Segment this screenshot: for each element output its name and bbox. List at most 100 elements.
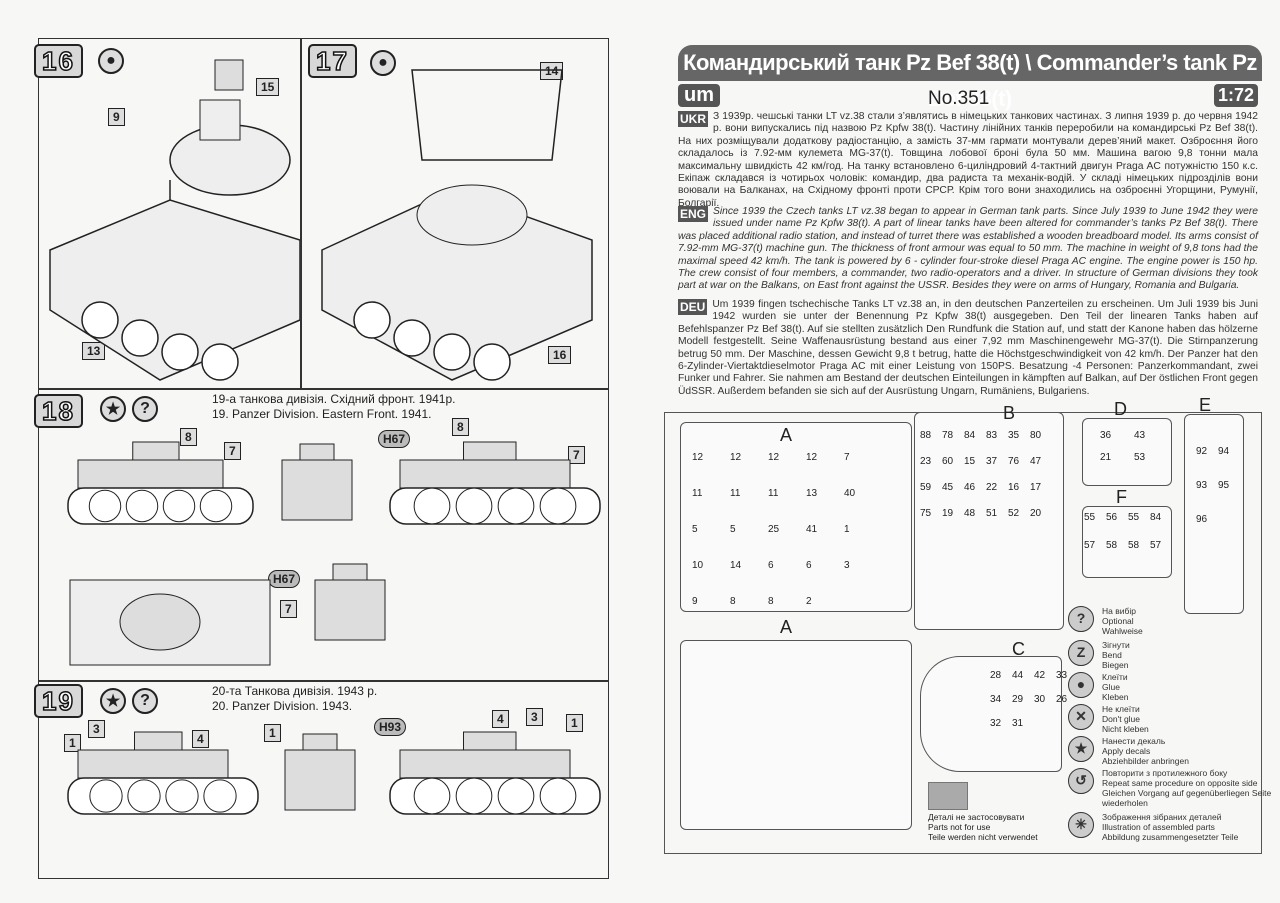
- part-number: 5: [730, 524, 736, 535]
- part-number: 9: [692, 596, 698, 607]
- legend-text-eng: Apply decals: [1102, 746, 1151, 756]
- assembly-page-frame: [38, 38, 609, 879]
- part-callout: 3: [526, 708, 543, 726]
- part-number: 55: [1128, 512, 1140, 523]
- unused-parts-note: Деталі не застосовувати Parts not for us…: [928, 812, 1038, 842]
- legend-text-eng: Don't glue: [1102, 714, 1141, 724]
- part-callout: 13: [82, 342, 106, 360]
- road-wheel: [413, 487, 451, 525]
- legend-text-deu: Wahlweise: [1102, 626, 1143, 636]
- part-number: 8: [768, 596, 774, 607]
- tank-hull: [77, 749, 229, 779]
- scheme-caption: 20-та Танкова дивізія. 1943 р. 20. Panze…: [212, 684, 377, 714]
- road-wheel: [125, 489, 159, 523]
- sprue-label: A: [780, 425, 793, 445]
- caption-eng: 19. Panzer Division. Eastern Front. 1941…: [212, 407, 432, 421]
- part-number: 34: [990, 694, 1002, 705]
- note-deu: Teile werden nicht verwendet: [928, 832, 1038, 842]
- legend-text-deu: Gleichen Vorgang auf gegenüberliegen Sei…: [1102, 788, 1272, 808]
- part-number: 12: [768, 452, 780, 463]
- paragraph: З 1939р. чешські танки LT vz.38 стали з’…: [678, 111, 1258, 209]
- part-number: 31: [1012, 718, 1024, 729]
- part-callout: 8: [180, 428, 197, 446]
- part-number: 13: [806, 488, 818, 499]
- lang-badge: DEU: [678, 299, 708, 315]
- road-wheel: [539, 777, 577, 815]
- legend-text-eng: Illustration of assembled parts: [1102, 822, 1215, 832]
- camouflage-scheme-views: [67, 441, 601, 815]
- part-number: 78: [942, 430, 954, 441]
- part-number: 58: [1106, 540, 1118, 551]
- legend-text-ukr: На вибір: [1102, 606, 1136, 616]
- part-number: 55: [1084, 512, 1096, 523]
- part-number: 12: [692, 452, 704, 463]
- part-callout: 3: [88, 720, 105, 738]
- decal-callout: H67: [378, 430, 411, 448]
- part-number: 7: [844, 452, 850, 463]
- part-number: 57: [1084, 540, 1096, 551]
- part-number: 60: [942, 456, 954, 467]
- part-number: 1: [844, 524, 850, 535]
- sprue-label: C: [1012, 639, 1025, 659]
- part-number: 5: [692, 524, 698, 535]
- apply-decals-icon: ★: [1068, 736, 1094, 762]
- part-number: 11: [730, 488, 741, 499]
- assembled-parts-icon: ✳: [1068, 812, 1094, 838]
- legend-text-deu: Abbildung zusammengesetzter Teile: [1102, 832, 1239, 842]
- part-number: 6: [806, 560, 812, 571]
- part-number: 40: [844, 488, 856, 499]
- part-callout: 16: [548, 346, 572, 364]
- part-number: 14: [730, 560, 742, 571]
- optional-icon: ?: [132, 396, 158, 422]
- part-number: 11: [692, 488, 703, 499]
- part-number: 22: [986, 482, 998, 493]
- part-callout: 7: [224, 442, 241, 460]
- step-number: 19: [34, 684, 83, 718]
- legend-text-deu: Kleben: [1102, 692, 1129, 702]
- road-wheel: [127, 779, 161, 813]
- part-number: 30: [1034, 694, 1046, 705]
- legend-text-deu: Nicht kleben: [1102, 724, 1149, 734]
- legend-text-deu: Biegen: [1102, 660, 1129, 670]
- turret-top: [119, 593, 201, 651]
- part-number: 94: [1218, 446, 1230, 457]
- tank-turret: [302, 733, 338, 751]
- part-number: 26: [1056, 694, 1068, 705]
- part-callout: 1: [264, 724, 281, 742]
- road-wheel: [199, 489, 233, 523]
- note-ukr: Деталі не застосовувати: [928, 812, 1025, 822]
- legend-text-eng: Optional: [1102, 616, 1134, 626]
- part-number: 92: [1196, 446, 1208, 457]
- tank-turret: [299, 443, 335, 461]
- road-wheel: [203, 779, 237, 813]
- part-number: 25: [768, 524, 780, 535]
- caption-eng: 20. Panzer Division. 1943.: [212, 699, 353, 713]
- repeat-opposite-side-icon: ↺: [1068, 768, 1094, 794]
- sprue-label: D: [1114, 399, 1127, 419]
- legend-text-eng: Bend: [1102, 650, 1122, 660]
- part-number: 84: [1150, 512, 1162, 523]
- part-number: 88: [920, 430, 932, 441]
- lang-badge: UKR: [678, 111, 708, 127]
- tank-turret: [463, 441, 517, 461]
- note-eng: Parts not for use: [928, 822, 991, 832]
- legend-text-eng: Glue: [1102, 682, 1120, 692]
- part-number: 53: [1134, 452, 1146, 463]
- part-number: 47: [1030, 456, 1042, 467]
- caption-ukr: 20-та Танкова дивізія. 1943 р.: [212, 684, 378, 698]
- part-callout: 7: [568, 446, 585, 464]
- glue-icon: ●: [370, 50, 396, 76]
- part-number: 33: [1056, 670, 1068, 681]
- part-number: 42: [1034, 670, 1046, 681]
- part-number: 96: [1196, 514, 1208, 525]
- sprue-label: F: [1116, 487, 1127, 507]
- sprue-label: A: [780, 617, 793, 637]
- paragraph: Um 1939 fingen tschechische Tanks LT vz.…: [678, 299, 1258, 397]
- part-number: 23: [920, 456, 932, 467]
